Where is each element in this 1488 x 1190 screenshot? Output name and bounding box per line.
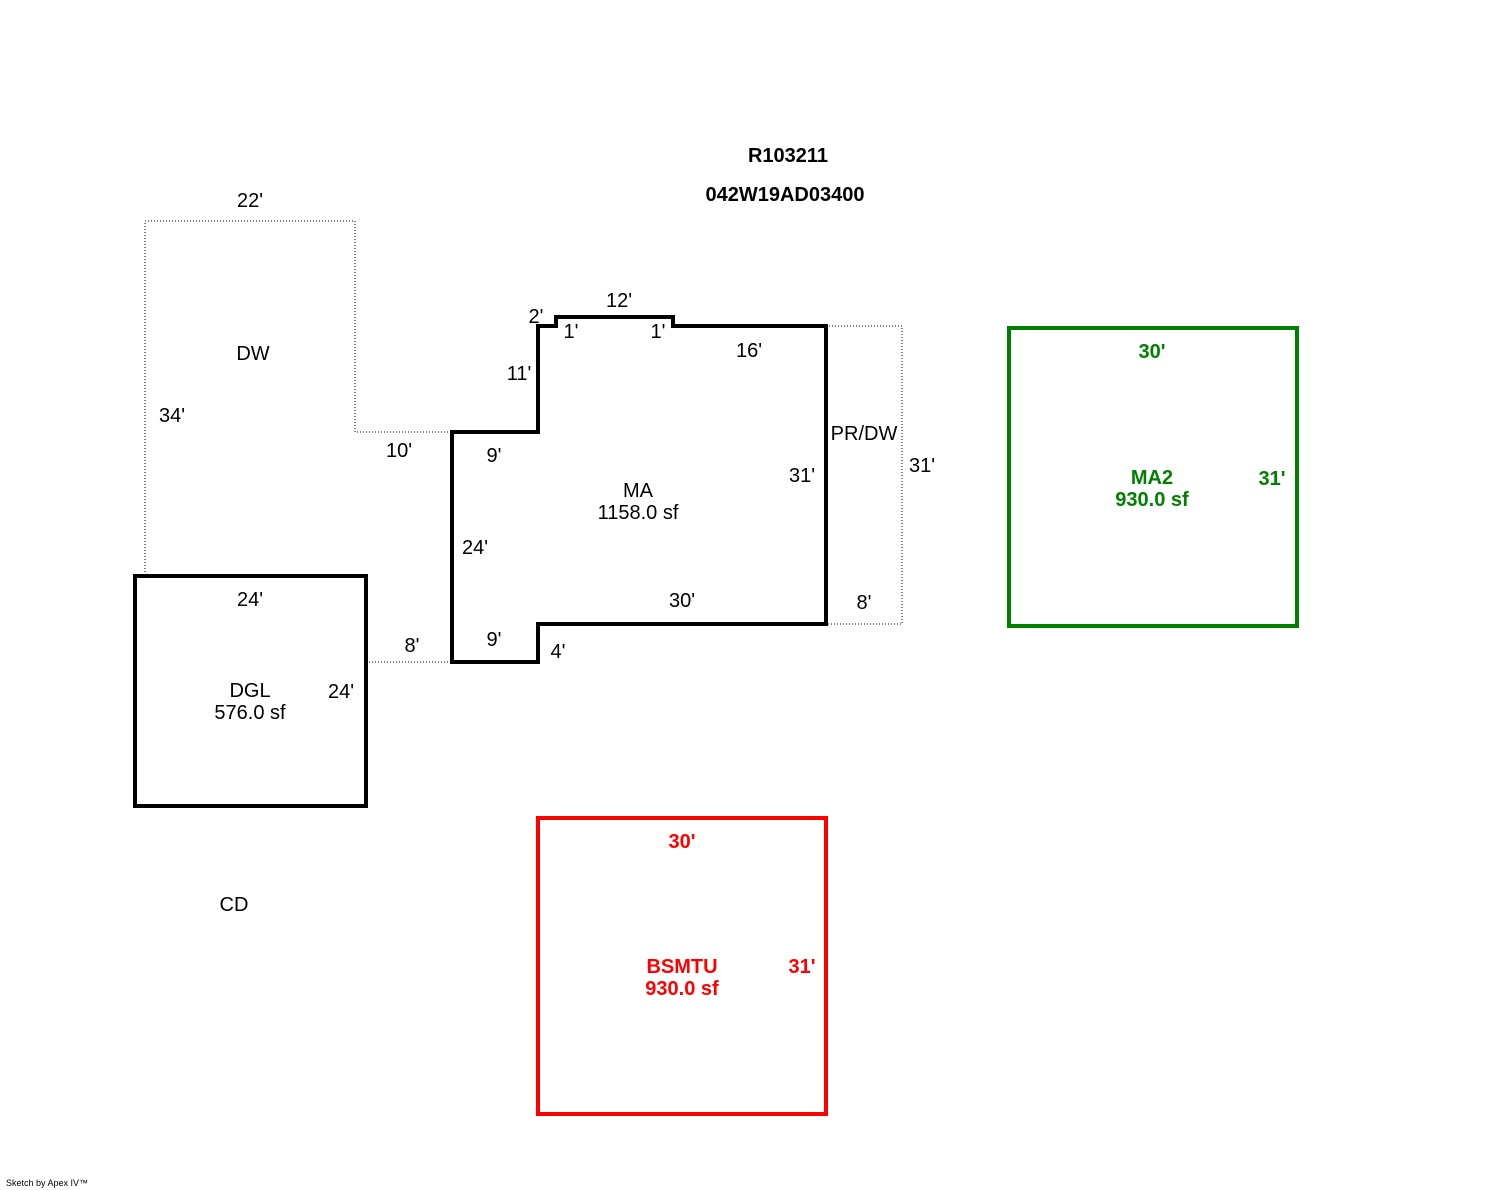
bsmtu-label: BSMTU [646, 956, 717, 978]
bsmtu-area: 930.0 sf [645, 978, 719, 1000]
ma2-outline [1007, 326, 1299, 628]
bsmtu-dim-right: 31' [788, 956, 815, 978]
dgl-outline [133, 574, 368, 808]
ma2-area: 930.0 sf [1115, 489, 1189, 511]
prdw-outline [826, 325, 903, 625]
ma-dim-notch-left: 2' [529, 306, 544, 328]
ma-dim-upper-left: 11' [507, 363, 532, 385]
ma-dim-top-right: 16' [736, 340, 762, 362]
account-number: R103211 [748, 145, 828, 167]
prdw-dim-bottom: 8' [857, 592, 872, 614]
prdw-label: PR/DW [831, 423, 898, 445]
ma-dim-right: 31' [789, 465, 815, 487]
ma-outline [450, 315, 828, 664]
ma-label: MA [623, 480, 654, 502]
dgl-dim-right: 24' [328, 681, 354, 703]
ma-dim-bottom-left: 4' [551, 641, 566, 663]
dw-dim-bottom: 10' [386, 440, 412, 462]
dw-label: DW [236, 343, 269, 365]
dw-outline [144, 220, 452, 575]
ma-dim-step-top: 9' [487, 445, 502, 467]
dgl-dim-connector: 8' [405, 635, 420, 657]
ma2-label: MA2 [1131, 467, 1173, 489]
dgl-label: DGL [229, 680, 270, 702]
ma-dim-notch-in-left: 1' [564, 321, 579, 343]
dgl-area: 576.0 sf [214, 702, 286, 724]
ma-dim-bottom: 30' [669, 590, 695, 612]
ma-dim-notch-in-right: 1' [651, 321, 666, 343]
ma-area: 1158.0 sf [598, 502, 679, 524]
bsmtu-outline [536, 816, 828, 1116]
ma2-dim-top: 30' [1138, 341, 1165, 363]
ma-dim-left: 24' [462, 537, 488, 559]
bsmtu-dim-top: 30' [668, 831, 695, 853]
dgl-dim-top: 24' [237, 589, 263, 611]
dw-dim-top: 22' [237, 190, 263, 212]
cd-label: CD [220, 894, 249, 916]
sketch-credit: Sketch by Apex IV™ [6, 1178, 88, 1188]
prdw-dim-right: 31' [909, 455, 935, 477]
ma2-dim-right: 31' [1258, 468, 1285, 490]
ma-dim-notch-top: 12' [606, 290, 632, 312]
dw-dim-left: 34' [159, 405, 185, 427]
map-tax-lot: 042W19AD03400 [706, 184, 865, 206]
ma-dim-step-bottom: 9' [487, 629, 502, 651]
